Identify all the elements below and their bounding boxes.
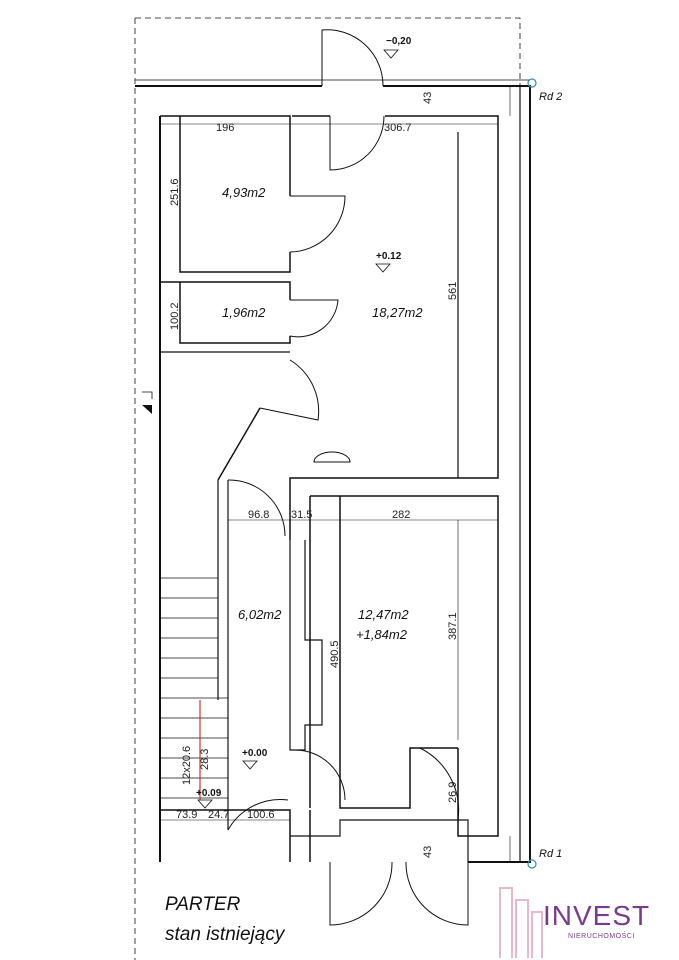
dim-561: 561 (447, 282, 459, 300)
level-ground: +0.00 (242, 748, 268, 759)
hall-walls (289, 115, 499, 540)
room-area-a: 4,93m2 (222, 185, 266, 200)
door-corridor (259, 359, 320, 421)
level-mark-outside (383, 49, 399, 59)
outer-wall (135, 85, 531, 863)
brand-bars-icon (499, 887, 543, 958)
section-marker-top (142, 391, 153, 399)
dim-490-5: 490.5 (329, 640, 341, 668)
brand-subtitle: NIERUCHOMOŚCI (568, 931, 635, 940)
door-entry (227, 799, 289, 831)
axis-label-top: Rd 2 (539, 91, 562, 103)
dim-100-6: 100.6 (247, 809, 275, 821)
stair-treads (160, 577, 228, 799)
boundary-line (134, 17, 521, 960)
room-area-e: 12,47m2 (358, 607, 409, 622)
brand-name: INVEST (543, 900, 650, 931)
entrance-wall (290, 819, 469, 862)
room-d-wall (217, 480, 229, 830)
dim-251-6: 251.6 (169, 178, 181, 206)
dim-100-2: 100.2 (169, 302, 181, 330)
door-bathroom (419, 747, 460, 821)
dim-26-9: 26.9 (447, 782, 459, 803)
dim-282: 282 (392, 509, 410, 521)
door-front-right (405, 861, 469, 926)
dim-196: 196 (216, 122, 234, 134)
room-area-c: 18,27m2 (372, 305, 423, 320)
door-room-a (289, 195, 346, 253)
dim-stairs: 12x20.6 (181, 746, 193, 785)
door-outside (321, 29, 384, 87)
dimension-lines-misc (160, 86, 511, 862)
dimension-lines (160, 123, 498, 470)
axis-circle-top (527, 78, 537, 88)
axis-label-bottom: Rd 1 (539, 848, 562, 860)
brand-logo: INVEST NIERUCHOMOŚCI (499, 887, 650, 958)
dim-73-9: 73.9 (176, 809, 197, 821)
door-room-d (227, 479, 286, 537)
room-area-e-extra: +1,84m2 (356, 627, 408, 642)
plan-title: PARTER (165, 894, 241, 915)
dim-43-bottom: 43 (422, 846, 434, 858)
dim-43-top: 43 (422, 92, 434, 104)
room-area-b: 1,96m2 (222, 305, 266, 320)
washbasin (313, 451, 351, 463)
section-marker (142, 405, 152, 414)
level-hall: +0.12 (376, 251, 402, 262)
door-room-e (294, 749, 346, 801)
plan-subtitle: stan istniejący (165, 924, 286, 945)
dim-306-7: 306.7 (384, 122, 412, 134)
dim-stairs-2: 28.3 (199, 749, 211, 770)
door-front-left (329, 861, 393, 926)
dim-31-5: 31.5 (291, 509, 312, 521)
partition-wall (289, 540, 323, 751)
door-hall-top (329, 115, 385, 171)
level-mark-hall (375, 263, 391, 273)
level-mark-ground (242, 760, 258, 770)
corridor-angled-wall (217, 407, 261, 481)
level-outside: −0,20 (386, 36, 412, 47)
door-room-b (289, 299, 339, 338)
axis-circle-bottom (527, 859, 537, 869)
dimension-lines-lower (228, 519, 498, 820)
dim-24-7: 24.7 (208, 809, 229, 821)
dim-387-1: 387.1 (447, 612, 459, 640)
level-mark-entry (197, 799, 213, 809)
room-area-d: 6,02m2 (238, 607, 282, 622)
dim-96-8: 96.8 (248, 509, 269, 521)
level-entry: +0.09 (196, 788, 222, 799)
